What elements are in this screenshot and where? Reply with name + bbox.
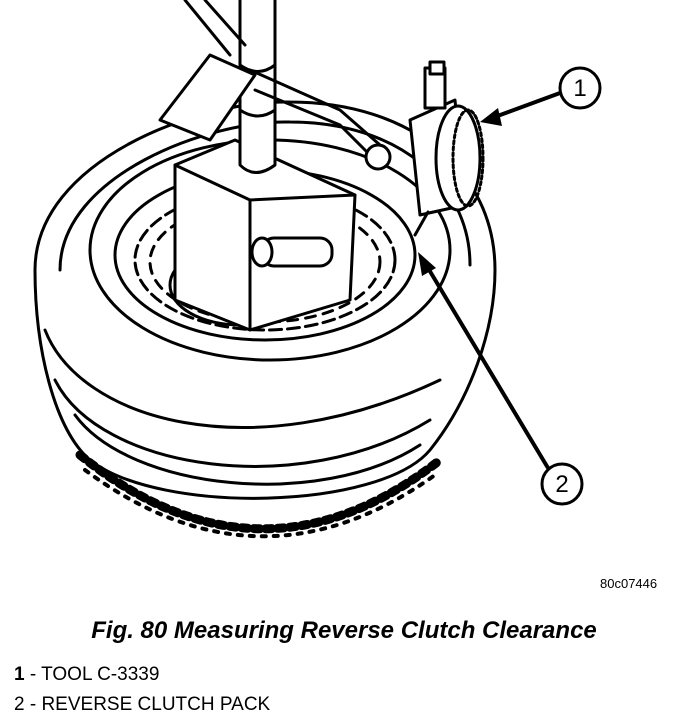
- legend-item: 1 - TOOL C-3339: [14, 660, 270, 690]
- figure-caption: Fig. 80 Measuring Reverse Clutch Clearan…: [91, 617, 597, 644]
- legend-item: 2 - REVERSE CLUTCH PACK: [14, 690, 270, 720]
- legend-item-number: 2: [14, 694, 25, 715]
- legend-item-text: - REVERSE CLUTCH PACK: [24, 694, 271, 715]
- clutch-clearance-illustration: 1 2: [33, 0, 602, 539]
- callout-2: 2: [418, 252, 584, 506]
- image-code: 80c07446: [600, 576, 658, 591]
- legend: 1 - TOOL C-3339 2 - REVERSE CLUTCH PACK: [14, 660, 270, 720]
- callout-1: 1: [480, 66, 602, 126]
- callout-2-number: 2: [555, 471, 568, 498]
- legend-item-number: 1: [14, 664, 25, 685]
- legend-item-text: - TOOL C-3339: [24, 664, 160, 685]
- callout-1-number: 1: [573, 75, 586, 102]
